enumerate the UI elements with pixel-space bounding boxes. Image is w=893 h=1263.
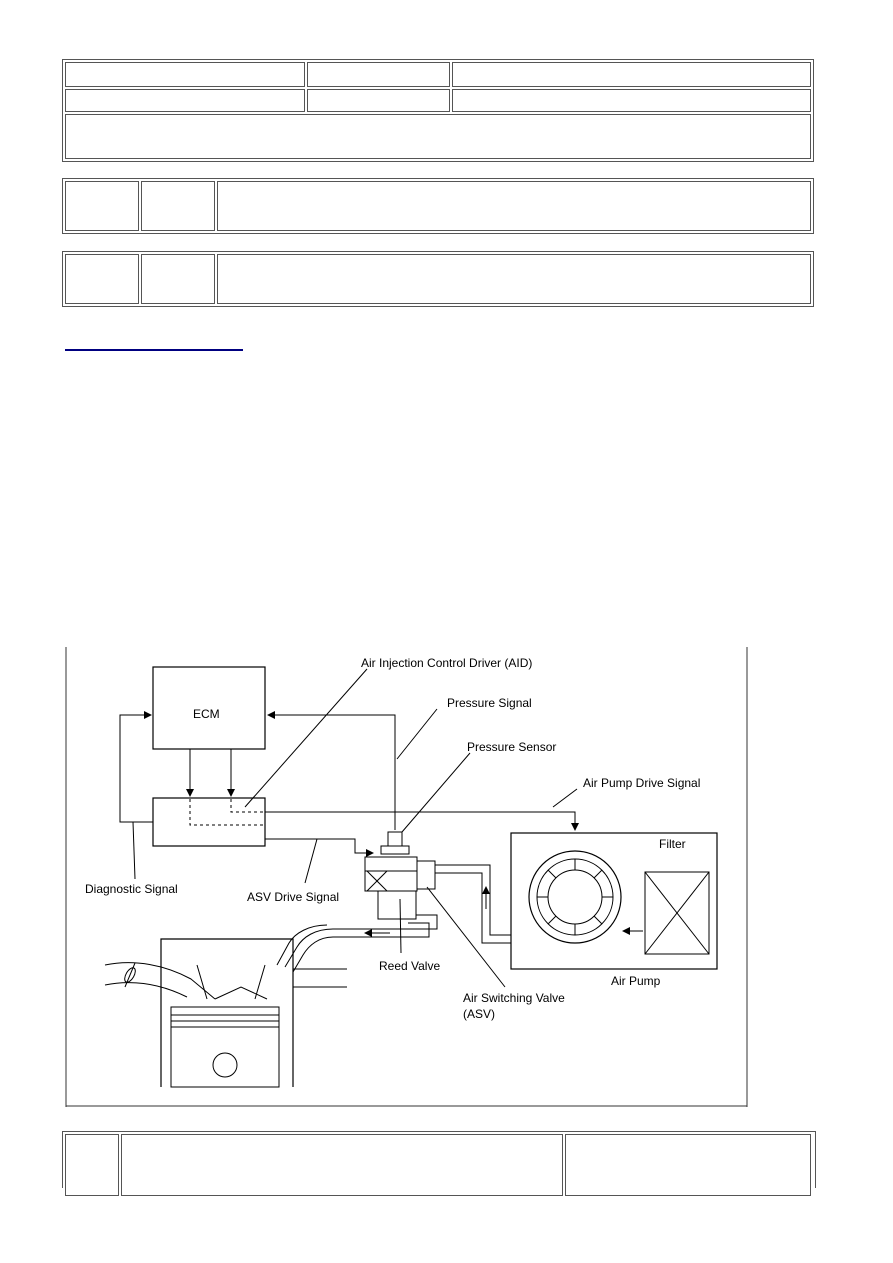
section-link[interactable]: [65, 349, 243, 351]
info-cell: [217, 254, 811, 304]
reed-valve-label: Reed Valve: [379, 959, 440, 973]
header-cell: [452, 89, 811, 112]
pressure-signal-label: Pressure Signal: [447, 696, 532, 710]
asv-label-line1: Air Switching Valve: [463, 991, 565, 1005]
ecm-box: [152, 666, 266, 750]
info-cell: [217, 181, 811, 231]
header-cell: [65, 114, 811, 159]
info-cell: [65, 181, 139, 231]
filter-label: Filter: [659, 837, 686, 851]
ecm-label: ECM: [193, 707, 220, 721]
bottom-cell: [121, 1134, 563, 1196]
bottom-table: [62, 1131, 816, 1196]
info-cell: [141, 254, 215, 304]
header-table: [62, 59, 814, 162]
header-cell: [65, 89, 305, 112]
info-cell: [65, 254, 139, 304]
air-pump-drive-signal-label: Air Pump Drive Signal: [583, 776, 700, 790]
aid-box: [152, 797, 266, 847]
bottom-cell: [565, 1134, 811, 1196]
pressure-sensor-label: Pressure Sensor: [467, 740, 556, 754]
asv-label-line2: (ASV): [463, 1007, 495, 1021]
header-cell: [452, 62, 811, 87]
air-pump-label: Air Pump: [611, 974, 661, 988]
info-table-a: [62, 178, 814, 234]
header-cell: [65, 62, 305, 87]
bottom-cell: [65, 1134, 119, 1196]
aid-label: Air Injection Control Driver (AID): [361, 656, 532, 670]
info-table-b: [62, 251, 814, 307]
asv-drive-signal-label: ASV Drive Signal: [247, 890, 339, 904]
header-cell: [307, 62, 450, 87]
diagnostic-signal-label: Diagnostic Signal: [85, 882, 178, 896]
air-injection-system-diagram: ECM: [65, 647, 748, 1107]
info-cell: [141, 181, 215, 231]
header-cell: [307, 89, 450, 112]
